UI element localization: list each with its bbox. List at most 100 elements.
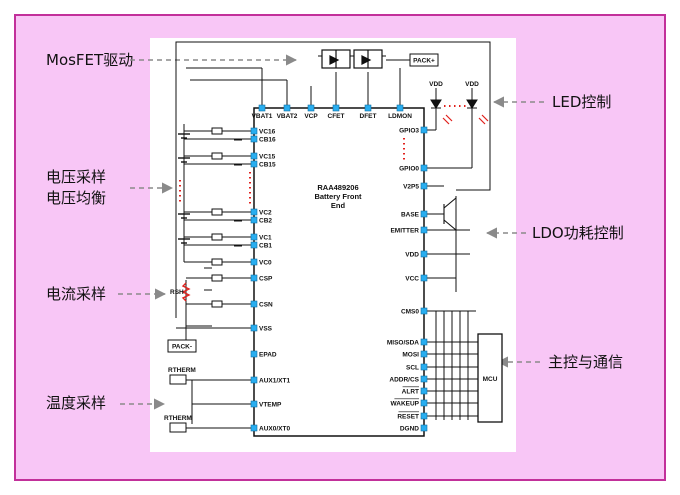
pack-plus-box: [409, 53, 439, 67]
pin-label-aux0-xt0: AUX0/XT0: [259, 425, 290, 432]
pin-label-cfet: CFET: [328, 113, 345, 120]
pin-pad-vc15: [250, 152, 258, 160]
pin-label-base: BASE: [401, 211, 420, 218]
pin-label-wakeup: WAKEUP: [390, 400, 419, 407]
pin-pad-gpio3: [420, 126, 428, 134]
pin-label-cb1: CB1: [259, 242, 272, 249]
pin-pad-vc16: [250, 127, 258, 135]
rtherm-label-2: RTHERM: [164, 415, 192, 422]
pin-pad-vdd: [420, 250, 428, 258]
pin-pad-dgnd: [420, 424, 428, 432]
pin-pad-miso-sda: [420, 338, 428, 346]
thermistor-2: [169, 422, 187, 433]
balancing-components: [204, 127, 242, 308]
pin-pad-cb2: [250, 216, 258, 224]
pin-pad-vcp: [307, 104, 315, 112]
pin-label-reset: RESET: [397, 413, 419, 420]
pin-label-mosi: MOSI: [402, 351, 419, 358]
ic-name: RAA489206: [317, 183, 358, 192]
pin-label-v2p5: V2P5: [403, 183, 419, 190]
pin-pad-addr-cs: [420, 375, 428, 383]
pin-label-vtemp: VTEMP: [259, 401, 282, 408]
pins-top: VBAT1 VBAT2 VCP CFET DFET LDMON: [252, 104, 412, 120]
pin-pad-cb1: [250, 241, 258, 249]
pin-label-emitter: EMITTER: [390, 227, 419, 234]
pin-pad-vbat2: [283, 104, 291, 112]
pin-label-vcc: VCC: [405, 275, 419, 282]
pin-pad-ldmon: [396, 104, 404, 112]
vdd-label-1: VDD: [429, 81, 443, 88]
pins-right: GPIO3GPIO0V2P5BASEEMITTERVDDVCCCMS0MISO/…: [387, 126, 428, 432]
pin-pad-vcc: [420, 274, 428, 282]
pin-pad-aux0-xt0: [250, 424, 258, 432]
pin-label-vc15: VC15: [259, 153, 276, 160]
pin-label-dfet: DFET: [360, 113, 377, 120]
pin-pad-mosi: [420, 350, 428, 358]
pack-minus-label: PACK-: [172, 344, 192, 351]
ic-subtitle-1: Battery Front: [314, 192, 362, 201]
pin-pad-vss: [250, 324, 258, 332]
pin-pad-vc2: [250, 208, 258, 216]
pin-label-cb16: CB16: [259, 136, 276, 143]
pin-label-csn: CSN: [259, 301, 273, 308]
led-emission: [442, 114, 489, 125]
mcu-box: [477, 333, 503, 423]
current-sampling-label: 电流采样: [46, 285, 107, 303]
pin-pad-vc0: [250, 258, 258, 266]
mosfet-pair: [321, 49, 383, 69]
pin-pad-aux1-xt1: [250, 376, 258, 384]
pin-pad-csn: [250, 300, 258, 308]
pin-label-dgnd: DGND: [400, 425, 419, 432]
ic-body: [253, 107, 425, 437]
shunt-resistor: [181, 282, 191, 302]
voltage-balancing-label: 电压均衡: [46, 189, 107, 207]
mcu-label: MCU: [483, 376, 498, 383]
pin-label-addr-cs: ADDR/CS: [389, 376, 419, 383]
pin-pad-base: [420, 210, 428, 218]
pin-pad-vc1: [250, 233, 258, 241]
pin-pad-csp: [250, 274, 258, 282]
pin-label-alrt: ALRT: [402, 388, 419, 395]
pin-label-vbat1: VBAT1: [252, 113, 273, 120]
pin-label-vc0: VC0: [259, 259, 272, 266]
pack-plus-label: PACK+: [413, 58, 435, 65]
pin-label-scl: SCL: [406, 364, 419, 371]
pin-label-vc1: VC1: [259, 234, 272, 241]
pin-label-epad: EPAD: [259, 351, 277, 358]
pin-pad-cms0: [420, 307, 428, 315]
pin-pad-v2p5: [420, 182, 428, 190]
pins-left: VC16CB16VC15CB15VC2CB2VC1CB1VC0CSPCSNVSS…: [250, 127, 290, 432]
temperature-sampling-label: 温度采样: [46, 394, 107, 412]
thermistor-1: [169, 374, 187, 385]
pin-label-vdd: VDD: [405, 251, 419, 258]
pin-label-ldmon: LDMON: [388, 113, 412, 120]
pin-pad-vbat1: [258, 104, 266, 112]
rtherm-label-1: RTHERM: [168, 367, 196, 374]
voltage-label-group: 电压采样 电压均衡: [46, 167, 106, 209]
pin-label-cb15: CB15: [259, 161, 276, 168]
pin-label-vc2: VC2: [259, 209, 272, 216]
mcu-communication-label: 主控与通信: [548, 353, 624, 371]
pin-label-miso-sda: MISO/SDA: [387, 339, 419, 346]
highlight-dots: [179, 105, 468, 205]
pin-label-vbat2: VBAT2: [277, 113, 298, 120]
battery-cells: [178, 133, 190, 244]
pin-label-cb2: CB2: [259, 217, 272, 224]
pin-pad-gpio0: [420, 164, 428, 172]
pin-pad-reset: [420, 412, 428, 420]
pin-pad-epad: [250, 350, 258, 358]
vdd-label-2: VDD: [465, 81, 479, 88]
pin-label-gpio0: GPIO0: [399, 165, 419, 172]
pin-label-vss: VSS: [259, 325, 273, 332]
pin-label-vcp: VCP: [304, 113, 318, 120]
pin-pad-emitter: [420, 226, 428, 234]
led-circuit: [430, 88, 478, 109]
pin-label-aux1-xt1: AUX1/XT1: [259, 377, 290, 384]
pin-label-vc16: VC16: [259, 128, 276, 135]
ldo-power-control-label: LDO功耗控制: [532, 224, 624, 242]
mosfet-drive-label: MosFET驱动: [46, 51, 134, 69]
pin-pad-cb15: [250, 160, 258, 168]
ic-subtitle-2: End: [331, 201, 346, 210]
